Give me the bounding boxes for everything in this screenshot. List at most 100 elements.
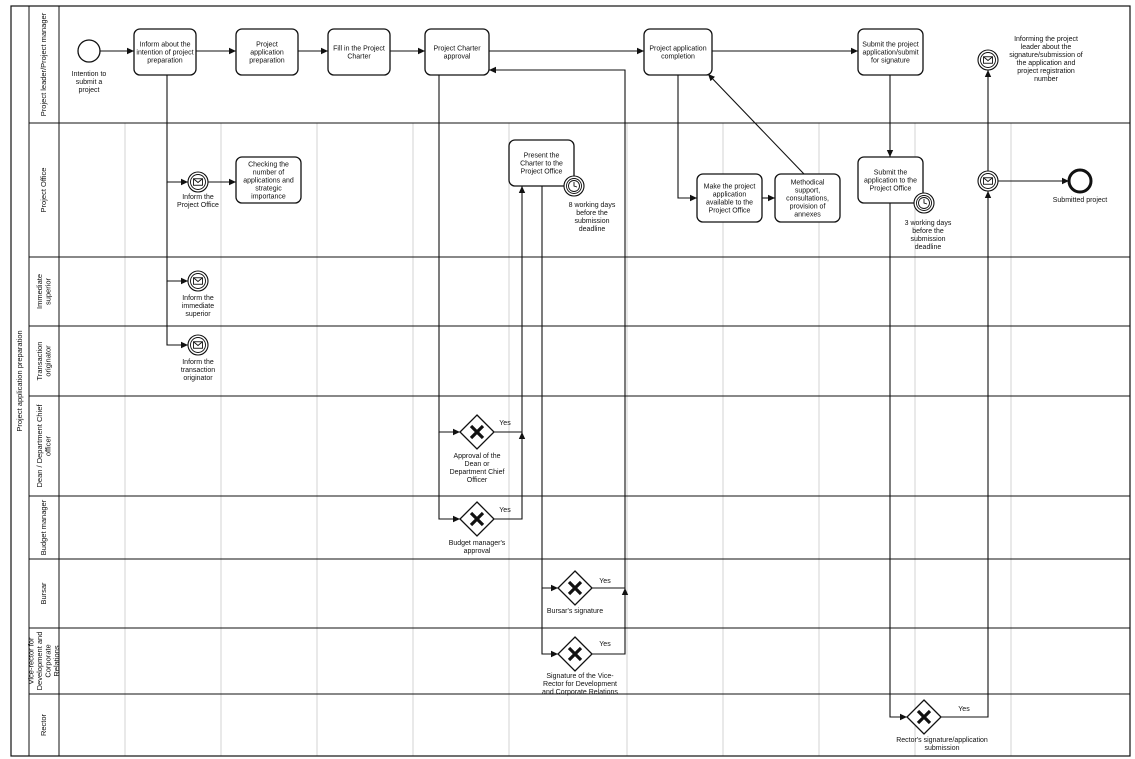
gateway-rector[interactable]: Rector's signature/applicationsubmission… bbox=[896, 699, 988, 752]
task-label: Project Office bbox=[870, 186, 912, 193]
timer-inner bbox=[916, 195, 932, 211]
event-label: the application and bbox=[1017, 60, 1076, 67]
gateway-bursar[interactable]: Bursar's signature Yes bbox=[547, 570, 611, 615]
timer-label: submission bbox=[910, 236, 945, 243]
gateway-yes-label: Yes bbox=[958, 706, 970, 713]
task-label: application bbox=[250, 50, 284, 57]
gateway-vicerector[interactable]: Signature of the Vice-Rector for Develop… bbox=[542, 636, 618, 696]
gateway-label: Rector for Development bbox=[543, 681, 617, 688]
task-box bbox=[774, 173, 841, 223]
message-event-inner bbox=[980, 52, 996, 68]
sequence-flow bbox=[707, 73, 805, 175]
clock-hands bbox=[573, 182, 578, 188]
task-box bbox=[508, 139, 575, 187]
event-end[interactable]: Submitted project bbox=[1053, 168, 1108, 204]
task-box bbox=[857, 156, 924, 204]
event-label: Inform the bbox=[182, 194, 214, 201]
task-box bbox=[857, 28, 924, 76]
task-label: Project Office bbox=[709, 208, 751, 215]
gateway-label: Signature of the Vice- bbox=[546, 673, 614, 680]
lane-label-vr: Development and bbox=[35, 632, 44, 691]
task-label: Project Office bbox=[521, 169, 563, 176]
task-label: Submit the bbox=[874, 170, 908, 177]
exclusive-x-icon bbox=[567, 646, 583, 662]
event-label: signature/submission of bbox=[1009, 52, 1083, 59]
task-support[interactable]: Methodicalsupport,consultations,provisio… bbox=[774, 173, 841, 223]
envelope-flap bbox=[193, 277, 203, 283]
sequence-flow bbox=[592, 588, 629, 655]
event-label: submit a bbox=[76, 79, 103, 86]
task-label: intention of project bbox=[136, 50, 193, 57]
event-label: project registration bbox=[1017, 68, 1075, 75]
pool-border bbox=[10, 5, 1131, 757]
task-label: approval bbox=[444, 54, 471, 61]
event-po-msg[interactable] bbox=[977, 170, 999, 192]
message-event-inner bbox=[980, 173, 996, 189]
task-label: consultations, bbox=[786, 196, 829, 203]
pool-label: Project application preparation bbox=[15, 330, 24, 431]
lane-label-is: superior bbox=[43, 277, 52, 305]
envelope-flap bbox=[983, 177, 993, 183]
sequence-flow bbox=[494, 186, 526, 433]
sequence-flow bbox=[494, 432, 526, 520]
lane-label-dean: officer bbox=[43, 435, 52, 456]
sequence-flow bbox=[166, 281, 188, 349]
lane-label-is: Immediate bbox=[35, 274, 44, 309]
message-event-inner bbox=[190, 174, 206, 190]
event-label: Inform the bbox=[182, 295, 214, 302]
event-label: originator bbox=[183, 375, 213, 382]
gateway-label: Approval of the bbox=[453, 453, 500, 460]
gateway-yes-label: Yes bbox=[499, 507, 511, 514]
gateway-label: Dean or bbox=[465, 461, 491, 468]
task-submit-sign[interactable]: Submit the projectapplication/submitfor … bbox=[857, 28, 924, 76]
lane-label-to: originator bbox=[43, 345, 52, 377]
task-label: Methodical bbox=[791, 180, 825, 187]
task-label: preparation bbox=[147, 58, 183, 65]
task-box bbox=[235, 28, 299, 76]
timer-label: 8 working days bbox=[569, 202, 616, 209]
task-label: support, bbox=[795, 188, 820, 195]
gateway-label: submission bbox=[924, 745, 959, 752]
event-label: Inform the bbox=[182, 359, 214, 366]
timer-label: submission bbox=[574, 218, 609, 225]
timer-label: before the bbox=[912, 228, 944, 235]
task-box bbox=[696, 173, 763, 223]
gateway-label: approval bbox=[464, 548, 491, 555]
sequence-flow bbox=[438, 75, 460, 436]
task-label: annexes bbox=[794, 212, 821, 219]
task-label: strategic bbox=[255, 186, 282, 193]
sequence-flow bbox=[541, 588, 558, 658]
gateway-label: Rector's signature/application bbox=[896, 737, 988, 744]
exclusive-x-icon bbox=[916, 709, 932, 725]
task-label: available to the bbox=[706, 200, 753, 207]
timer-label: deadline bbox=[915, 244, 942, 251]
lane-label-vr: Relations bbox=[52, 645, 61, 677]
task-label: Present the bbox=[524, 153, 560, 160]
gateway-yes-label: Yes bbox=[499, 420, 511, 427]
envelope-flap bbox=[193, 178, 203, 184]
message-event-inner bbox=[190, 337, 206, 353]
sequence-flow bbox=[889, 203, 907, 721]
task-label: number of bbox=[253, 170, 285, 177]
gateway-label: Bursar's signature bbox=[547, 608, 603, 615]
sequence-flow bbox=[677, 75, 697, 202]
gateway-yes-label: Yes bbox=[599, 578, 611, 585]
